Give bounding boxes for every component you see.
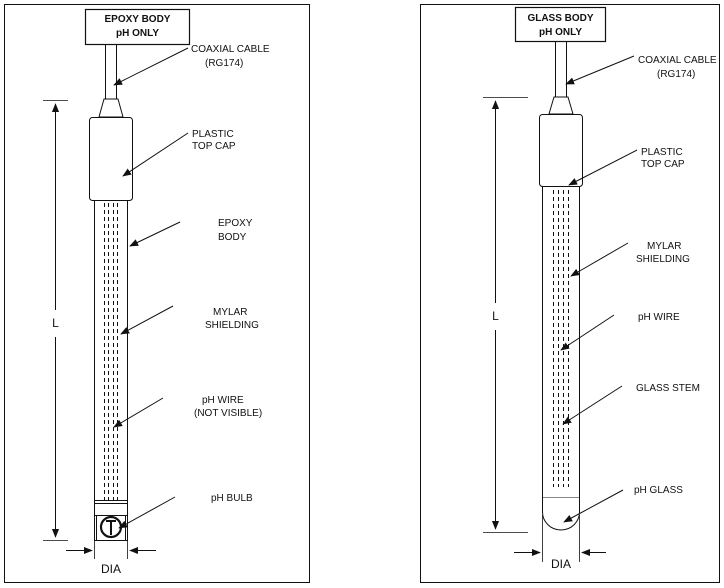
epoxy-label-ph-bulb: pH BULB [211,493,253,504]
epoxy-title-line1: EPOXY BODY [105,14,171,25]
epoxy-label-body: BODY [218,232,247,243]
epoxy-callout-coaxial: COAXIAL CABLE (RG174) [113,44,270,86]
glass-top-cap [539,114,583,187]
glass-callout-glass-stem: GLASS STEM [562,383,700,425]
epoxy-label-coaxial-cable: COAXIAL CABLE [191,44,270,55]
glass-label-glass-stem: GLASS STEM [636,383,700,394]
epoxy-label-rg174: (RG174) [205,58,243,69]
glass-coaxial-cable [548,41,574,115]
glass-label-ph-glass: pH GLASS [634,485,683,496]
glass-label-coaxial-cable: COAXIAL CABLE [638,55,717,66]
glass-dia-label: DIA [551,557,571,571]
glass-length-dimension: L [483,97,528,533]
epoxy-label-epoxy: EPOXY [218,218,253,229]
glass-callout-top-cap: PLASTIC TOP CAP [568,147,685,186]
glass-title-line1: GLASS BODY [527,13,593,24]
glass-label-mylar: MYLAR [647,241,681,252]
epoxy-length-dimension: L [43,100,68,541]
glass-callout-ph-wire: pH WIRE [560,312,680,351]
glass-label-rg174: (RG174) [657,69,695,80]
glass-mylar-shielding [553,190,569,487]
epoxy-label-mylar: MYLAR [213,307,247,318]
epoxy-title-box: EPOXY BODY pH ONLY [84,8,191,46]
epoxy-label-not-visible: (NOT VISIBLE) [194,408,262,419]
glass-dia-dimension: DIA [514,515,606,571]
epoxy-body [94,200,128,541]
glass-ph-glass-bulb [542,497,580,531]
epoxy-label-shielding: SHIELDING [205,320,259,331]
epoxy-dia-dimension: DIA [66,541,156,576]
epoxy-label-top-cap: TOP CAP [192,141,236,152]
epoxy-callout-body: EPOXY BODY [129,218,253,247]
glass-title-line2: pH ONLY [539,27,582,38]
epoxy-coaxial-cable [98,44,124,118]
glass-panel-frame [420,4,720,583]
glass-title-box: GLASS BODY pH ONLY [514,6,607,43]
glass-label-ph-wire: pH WIRE [638,312,680,323]
epoxy-callout-ph-bulb: pH BULB [118,493,253,529]
epoxy-dia-label: DIA [101,562,121,576]
epoxy-panel: EPOXY BODY pH ONLY [4,4,310,583]
epoxy-title-line2: pH ONLY [116,28,159,39]
epoxy-label-ph-wire: pH WIRE [202,395,244,406]
glass-callout-coaxial: COAXIAL CABLE (RG174) [565,55,717,85]
glass-callout-mylar: MYLAR SHIELDING [570,241,690,277]
epoxy-callout-ph-wire: pH WIRE (NOT VISIBLE) [113,395,262,428]
epoxy-callout-mylar: MYLAR SHIELDING [120,305,259,335]
glass-label-shielding: SHIELDING [636,254,690,265]
epoxy-callout-top-cap: PLASTIC TOP CAP [122,129,236,177]
glass-length-label: L [492,309,499,323]
epoxy-top-cap [89,117,133,201]
glass-label-top-cap: TOP CAP [641,159,685,170]
glass-panel: GLASS BODY pH ONLY [420,4,720,583]
epoxy-length-label: L [52,316,59,330]
glass-callout-ph-glass: pH GLASS [563,485,683,523]
epoxy-panel-frame [4,4,310,583]
epoxy-label-plastic: PLASTIC [192,129,234,140]
epoxy-bulb-section [94,500,128,540]
epoxy-mylar-shielding [104,203,118,500]
glass-label-plastic: PLASTIC [641,147,683,158]
